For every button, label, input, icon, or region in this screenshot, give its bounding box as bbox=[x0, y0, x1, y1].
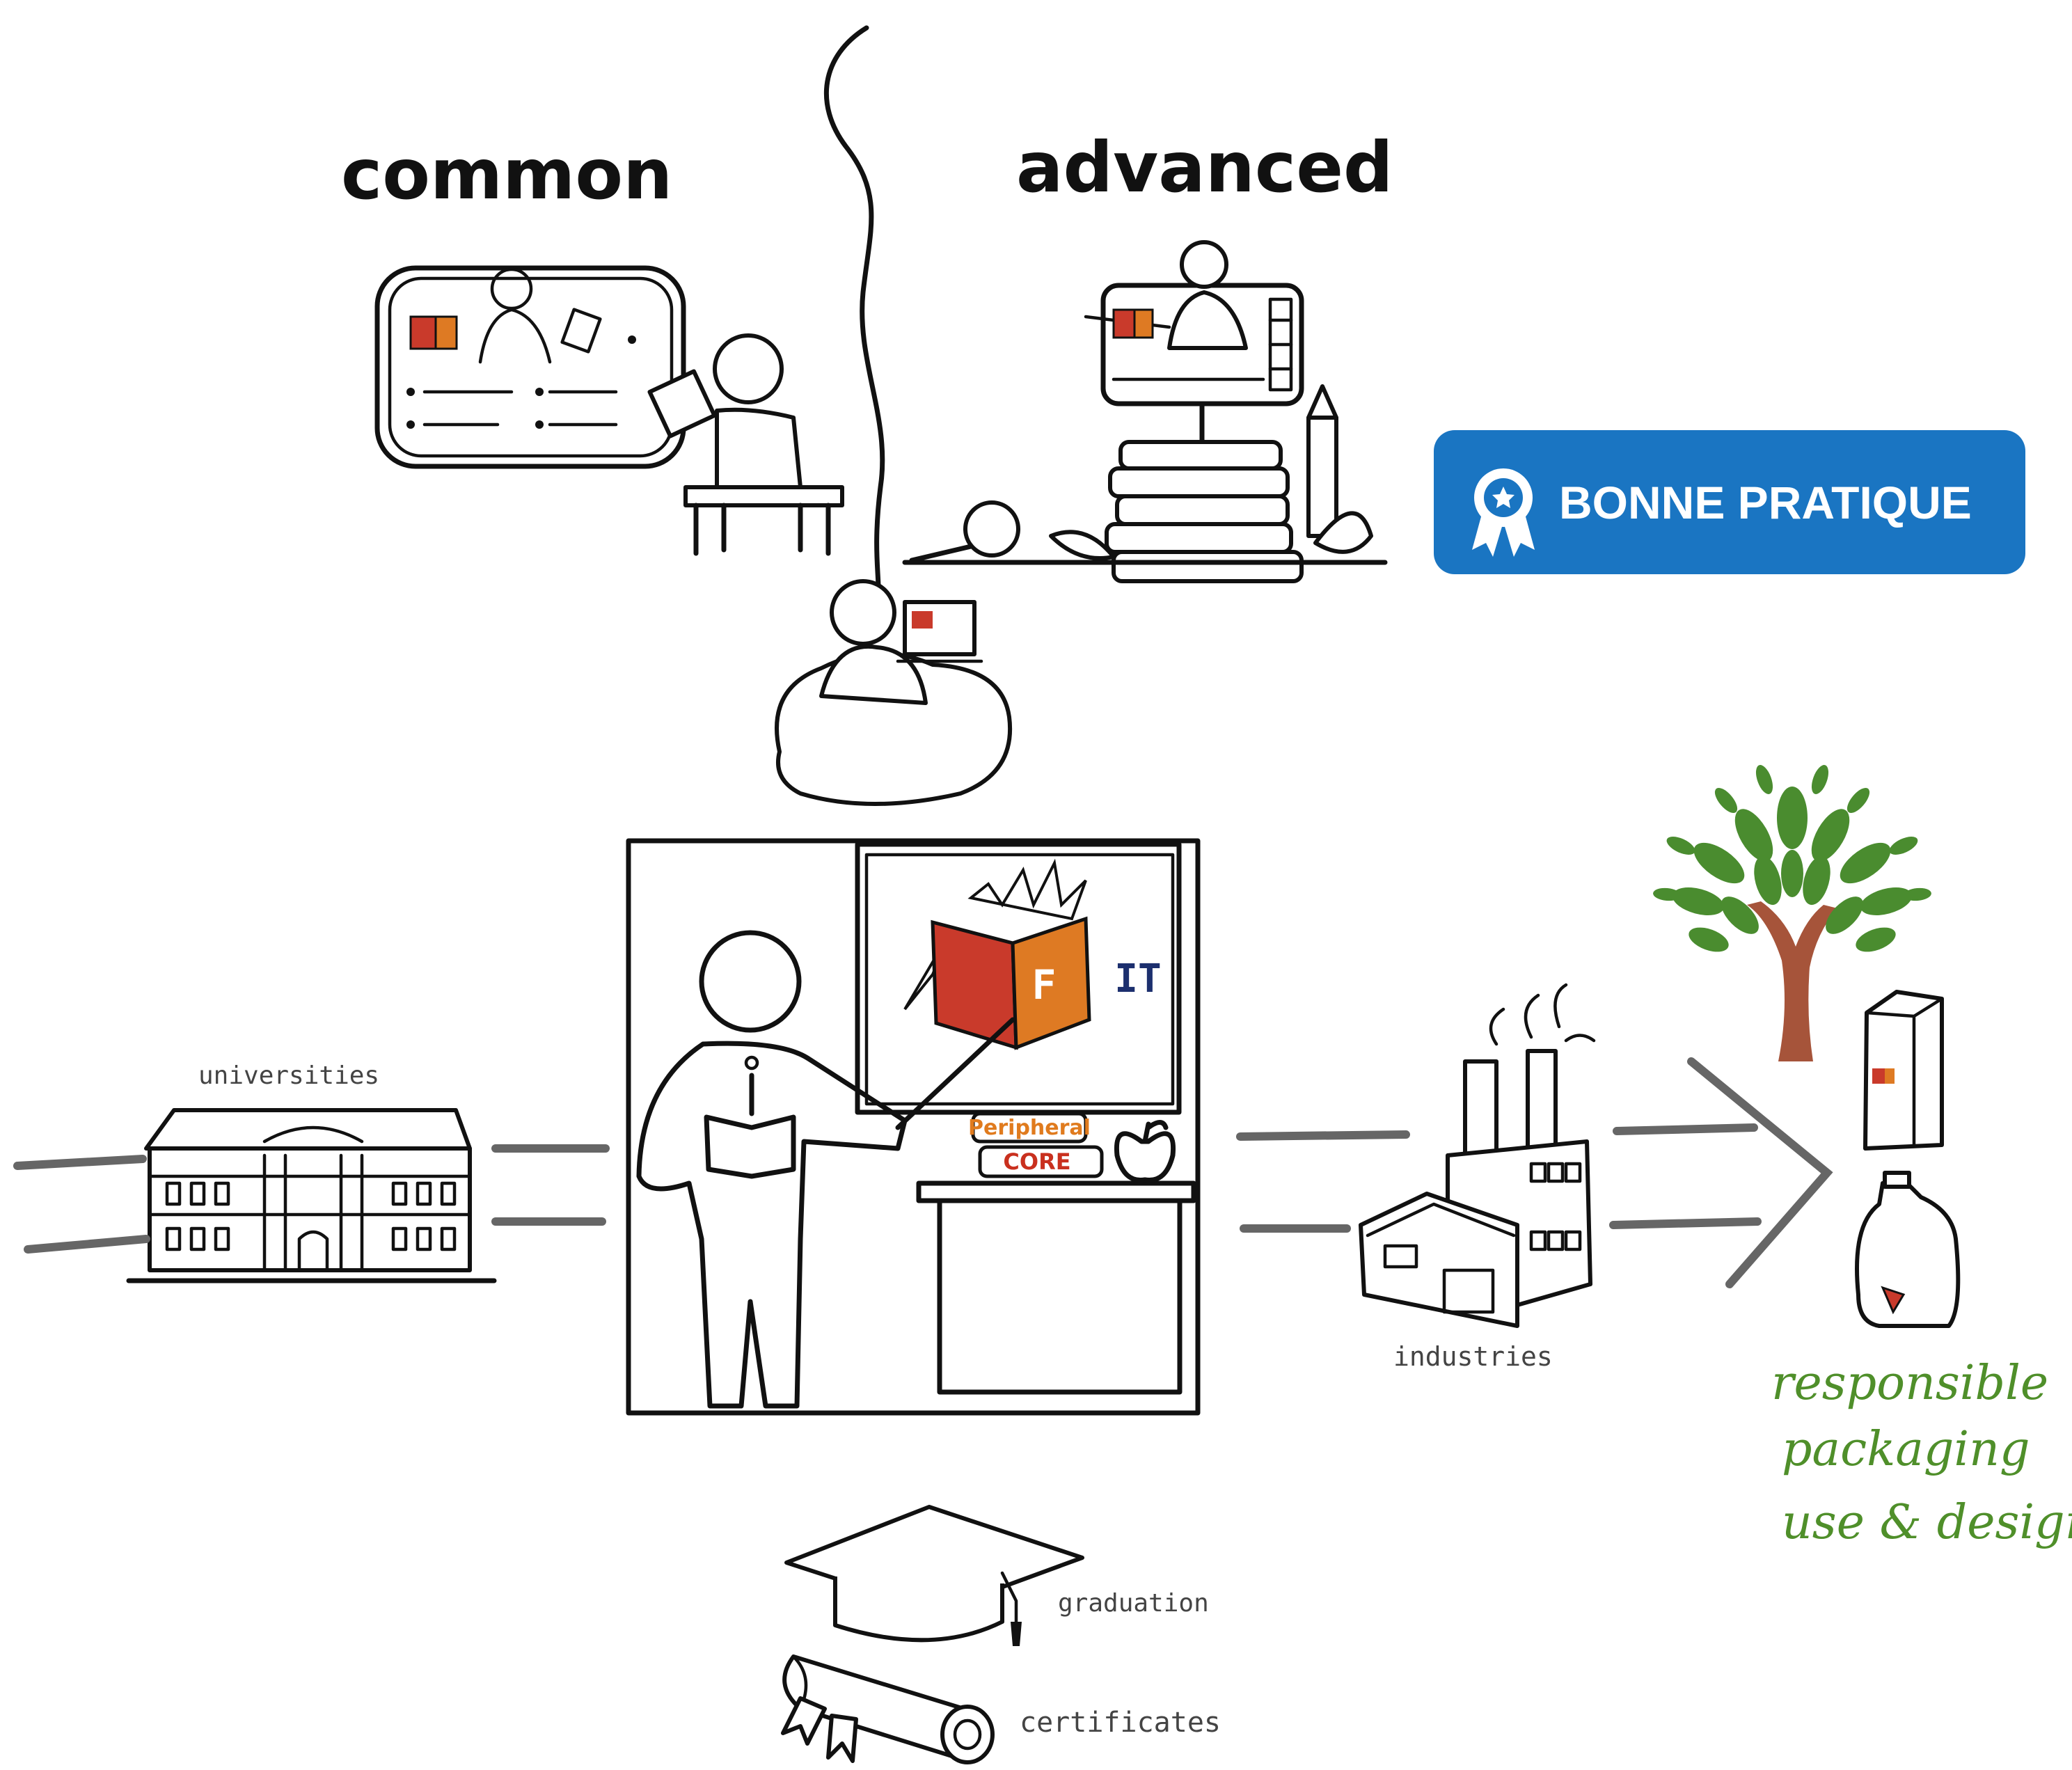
badge-label: BONNE PRATIQUE bbox=[1559, 477, 1972, 528]
label-responsible-line2: packaging bbox=[1782, 1422, 2030, 1477]
plastic-jug-icon bbox=[1855, 1171, 1961, 1328]
apple-icon bbox=[1114, 1120, 1176, 1183]
book-letters-it: IT bbox=[1114, 956, 1161, 1002]
label-certificates: certificates bbox=[1020, 1707, 1221, 1739]
heading-advanced: advanced bbox=[1016, 127, 1393, 208]
arrow-chevron bbox=[1687, 1057, 1833, 1288]
book-core-label: CORE bbox=[1003, 1148, 1070, 1175]
heading-common: common bbox=[341, 134, 672, 215]
tree-icon bbox=[1653, 765, 1931, 1061]
connector-left-2 bbox=[24, 1235, 150, 1254]
graduation-cap-icon bbox=[784, 1505, 1084, 1646]
bonne-pratique-badge[interactable]: BONNE PRATIQUE bbox=[1434, 430, 2025, 574]
milk-carton-icon bbox=[1863, 990, 1944, 1151]
certificate-scroll-icon bbox=[781, 1654, 995, 1764]
video-call-illustration bbox=[374, 265, 844, 556]
advanced-learning-illustration bbox=[902, 240, 1388, 583]
book-peripheral-label: Peripheral bbox=[968, 1116, 1091, 1140]
label-responsible-line1: responsible bbox=[1771, 1356, 2048, 1411]
award-ribbon-icon bbox=[1472, 468, 1535, 557]
classroom-frame: F IT Peripheral CORE bbox=[626, 838, 1201, 1416]
learner-with-laptop-illustration bbox=[775, 579, 1013, 806]
badge-background bbox=[1434, 430, 2025, 574]
book-core bbox=[978, 1145, 1104, 1178]
teacher-figure bbox=[636, 930, 908, 1409]
fit-book: F IT bbox=[903, 858, 1162, 1050]
label-universities: universities bbox=[198, 1061, 379, 1090]
connector-classroom-1 bbox=[1236, 1130, 1410, 1141]
connector-factory-2 bbox=[1609, 1217, 1762, 1229]
label-responsible-line3: use & design bbox=[1782, 1495, 2072, 1550]
label-industries: industries bbox=[1393, 1341, 1553, 1372]
book-letter-f: F bbox=[1032, 961, 1057, 1009]
connector-left-1 bbox=[13, 1155, 147, 1170]
factory-icon bbox=[1359, 983, 1596, 1328]
university-building-icon bbox=[126, 1108, 497, 1283]
label-graduation: graduation bbox=[1058, 1589, 1209, 1618]
book-peripheral bbox=[971, 1112, 1088, 1144]
connector-factory-1 bbox=[1613, 1123, 1758, 1135]
divider-line bbox=[823, 25, 885, 591]
